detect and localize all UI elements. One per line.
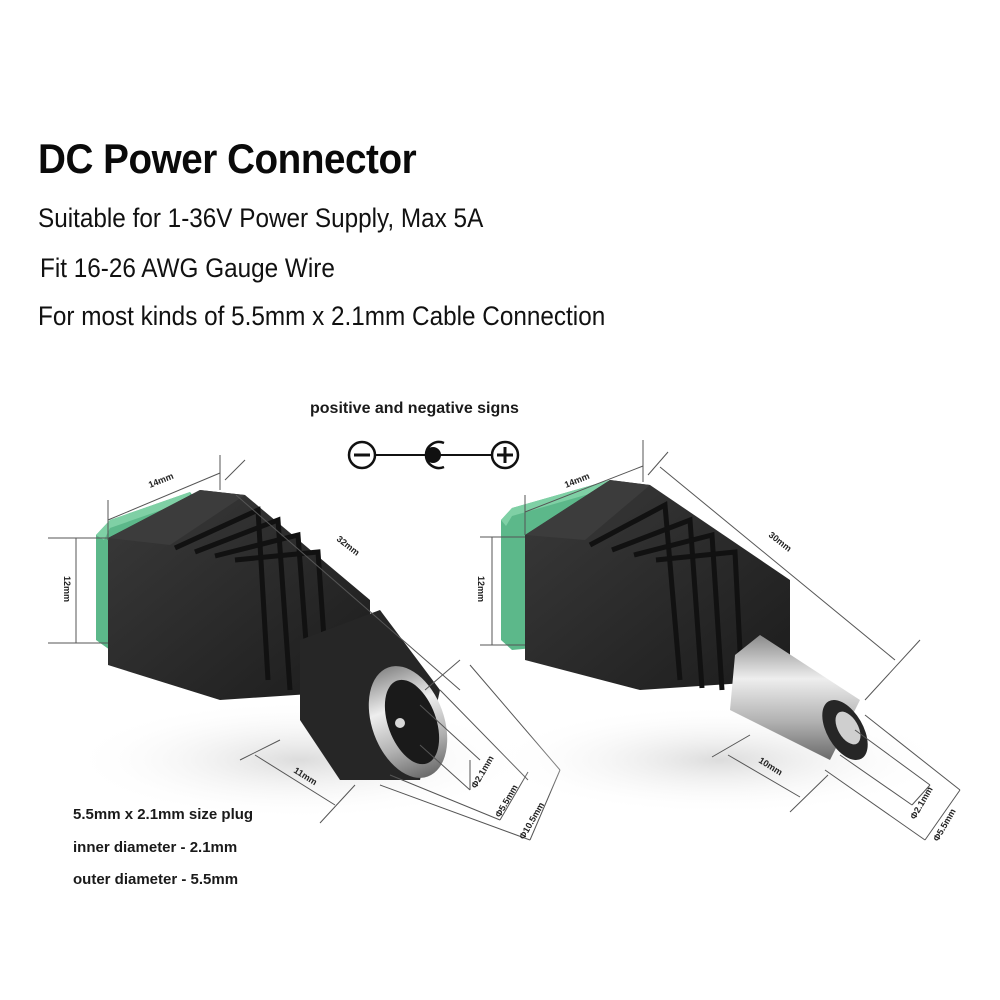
spec-voltage: Suitable for 1-36V Power Supply, Max 5A: [38, 203, 484, 233]
female-connector: [70, 490, 530, 820]
center-positive-icon: [424, 440, 445, 470]
male-inner-diameter-label: Φ2.1mm: [908, 785, 935, 821]
female-dimension-lines: [48, 455, 561, 841]
connector-diagram: 14mm 12mm 32mm 11mm Φ2.1mm Φ5.5mm Φ10.5m…: [48, 440, 961, 843]
male-connector: [490, 480, 950, 815]
spec-wire-gauge: Fit 16-26 AWG Gauge Wire: [40, 253, 335, 283]
polarity-symbol: [340, 430, 530, 485]
outer-diameter-info: outer diameter - 5.5mm: [73, 871, 239, 888]
male-height-label: 12mm: [476, 576, 486, 602]
female-width-label: 14mm: [147, 471, 175, 490]
plug-size-info: 5.5mm x 2.1mm size plug: [73, 806, 254, 823]
polarity-label: positive and negative signs: [310, 400, 519, 417]
male-dimension-lines: [480, 440, 961, 841]
female-length-label: 32mm: [335, 534, 362, 558]
inner-diameter-info: inner diameter - 2.1mm: [73, 839, 238, 856]
male-length-label: 30mm: [767, 530, 794, 554]
page-title: DC Power Connector: [38, 135, 417, 182]
female-height-label: 12mm: [62, 576, 72, 602]
spec-cable: For most kinds of 5.5mm x 2.1mm Cable Co…: [38, 301, 606, 331]
plus-icon: [490, 440, 520, 470]
minus-icon: [347, 440, 377, 470]
